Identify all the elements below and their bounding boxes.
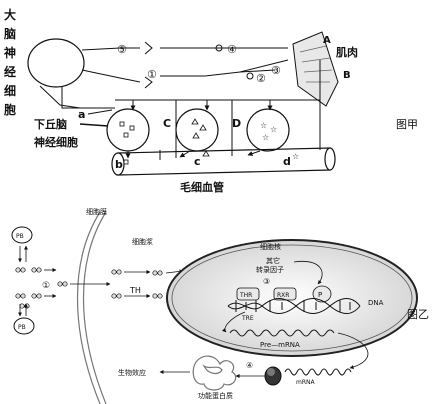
figure-b: 细胞膜 细胞浆 PB PB ① bbox=[11, 207, 429, 404]
label-d: d bbox=[283, 155, 291, 168]
rxr-label: RXR bbox=[277, 292, 289, 299]
label-C: C bbox=[163, 117, 171, 130]
brain-neuron-body bbox=[27, 38, 85, 88]
pb-top bbox=[11, 226, 33, 244]
transcription-arrow bbox=[222, 311, 246, 333]
capillary bbox=[111, 147, 336, 176]
nucleus-label: 细胞核 bbox=[260, 242, 281, 251]
nucleus-inner bbox=[171, 244, 413, 352]
outside-arrows bbox=[18, 245, 111, 317]
cell-membrane bbox=[77, 211, 107, 404]
label-b-n4: ④ bbox=[246, 361, 253, 370]
product-b bbox=[123, 159, 129, 165]
product-d: ☆ bbox=[292, 152, 299, 161]
label-a: a bbox=[78, 108, 85, 121]
cell-C bbox=[175, 108, 219, 152]
figure-a-caption: 图甲 bbox=[396, 118, 418, 131]
synapse-dot bbox=[215, 44, 223, 52]
label-n2: ② bbox=[256, 72, 266, 85]
mrna-label: mRNA bbox=[296, 379, 316, 386]
p-factor bbox=[312, 285, 332, 303]
label-A: A bbox=[323, 35, 331, 46]
label-a-pointer bbox=[87, 109, 113, 115]
label-n3: ③ bbox=[271, 64, 281, 77]
synapse-dot bbox=[246, 72, 254, 80]
label-n5: ⑤ bbox=[117, 43, 127, 56]
hypothalamus-label-1: 下丘脑 bbox=[34, 117, 67, 131]
other-factor-1: 其它 bbox=[266, 256, 280, 265]
secretion-arrows bbox=[125, 100, 261, 160]
brain-label-char: 细 bbox=[4, 83, 16, 98]
product-c bbox=[202, 150, 210, 157]
figure-a: 大 脑 神 经 细 胞 ⑤ ① ④ ② bbox=[3, 7, 418, 194]
cell-C-granules bbox=[191, 118, 207, 139]
brain-label-char: 经 bbox=[4, 64, 16, 79]
brain-label-char: 胞 bbox=[4, 102, 16, 117]
ribosome-highlight bbox=[267, 368, 275, 376]
label-b-n1: ① bbox=[42, 281, 50, 291]
capillary-label: 毛细血管 bbox=[180, 180, 224, 194]
label-c: c bbox=[194, 155, 201, 168]
label-B: B bbox=[343, 70, 351, 81]
brain-label-char: 神 bbox=[4, 45, 16, 60]
th-label: TH bbox=[129, 286, 141, 295]
label-b-n3: ③ bbox=[263, 277, 270, 286]
svg-text:☆: ☆ bbox=[262, 133, 269, 142]
svg-text:☆: ☆ bbox=[270, 125, 277, 134]
functional-protein bbox=[192, 355, 237, 391]
tre-label: TRE bbox=[241, 315, 254, 322]
factor-arrow bbox=[293, 260, 323, 285]
bio-effect-label: 生物效应 bbox=[118, 368, 146, 377]
hypothalamus-granules bbox=[119, 121, 135, 138]
figure-b-caption: 图乙 bbox=[407, 308, 429, 321]
hypothalamus-label-2: 神经细胞 bbox=[34, 135, 78, 149]
pb-bottom bbox=[13, 317, 35, 335]
pre-mrna-label: Pre—mRNA bbox=[260, 341, 300, 349]
muscle-label: 肌肉 bbox=[335, 45, 358, 59]
protein-label: 功能蛋白质 bbox=[198, 391, 233, 400]
thr-label: THR bbox=[239, 292, 252, 299]
dna-label: DNA bbox=[368, 299, 384, 307]
cytoplasm-label: 细胞浆 bbox=[132, 237, 153, 246]
label-n4: ④ bbox=[227, 43, 237, 56]
hypothalamus-cell bbox=[106, 108, 150, 152]
other-factor-2: 转录因子 bbox=[256, 265, 284, 274]
cell-D-granules: ☆ ☆ ☆ bbox=[260, 121, 277, 142]
brain-neuron-label: 大 脑 神 经 细 胞 bbox=[3, 7, 16, 117]
label-n1: ① bbox=[147, 68, 157, 81]
brain-label-char: 大 bbox=[4, 7, 16, 22]
label-D: D bbox=[232, 117, 241, 130]
label-b: b bbox=[115, 158, 123, 171]
brain-label-char: 脑 bbox=[3, 26, 16, 41]
export-arrow bbox=[337, 332, 369, 370]
dna-helix bbox=[227, 298, 361, 314]
signal-lines bbox=[61, 60, 321, 150]
mrna bbox=[284, 368, 352, 376]
hypothalamus-pointer bbox=[79, 123, 109, 127]
p-label: P bbox=[318, 291, 322, 299]
brain-neuron-axons bbox=[39, 41, 289, 109]
pb-bottom-label: PB bbox=[18, 324, 26, 331]
svg-text:☆: ☆ bbox=[260, 121, 267, 130]
th-pairs-outside bbox=[15, 267, 68, 309]
pre-mrna bbox=[229, 329, 335, 337]
membrane-label: 细胞膜 bbox=[86, 207, 107, 216]
thr-receptor bbox=[236, 287, 260, 301]
cell-D bbox=[246, 108, 290, 152]
pb-top-label: PB bbox=[16, 233, 24, 240]
muscle bbox=[292, 31, 339, 107]
